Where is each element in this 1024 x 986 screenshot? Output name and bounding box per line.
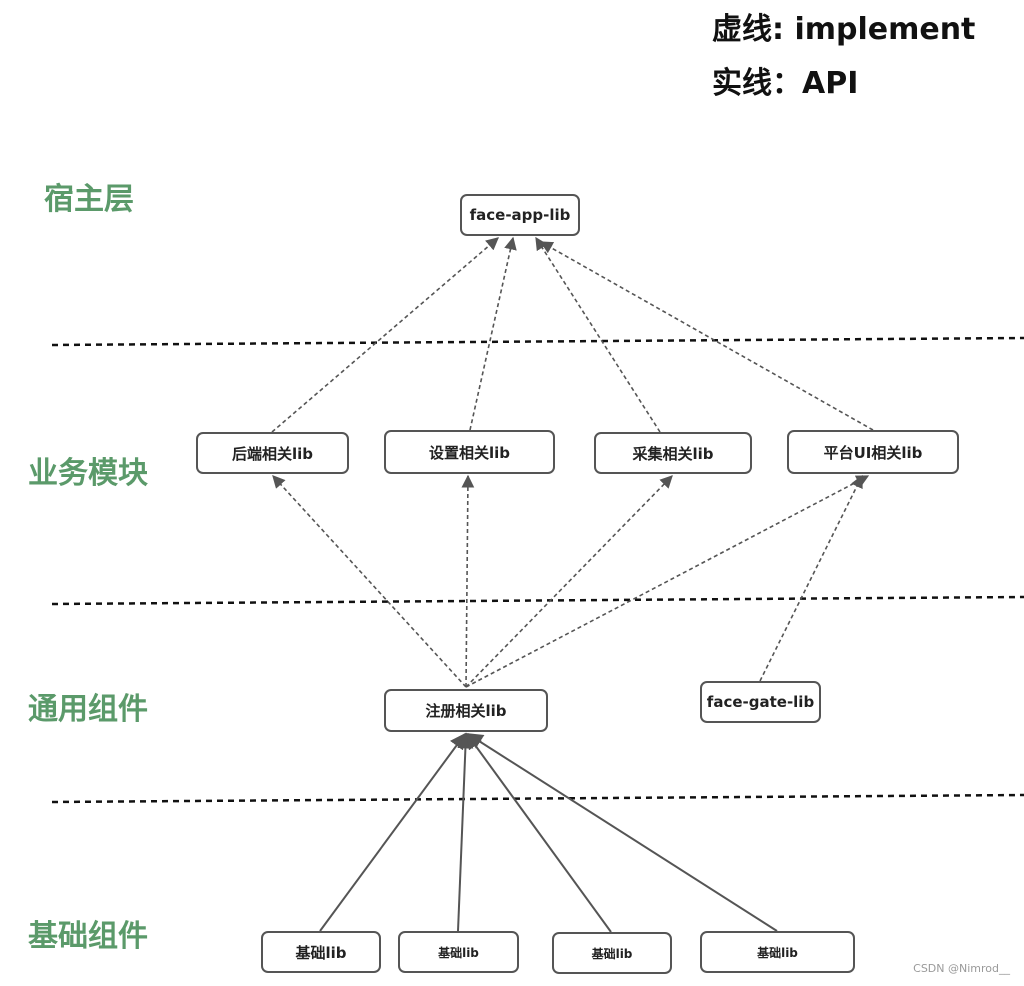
edge-register-lib-to-platform-ui-lib (465, 475, 870, 688)
node-face-app-lib[interactable]: face-app-lib (460, 194, 580, 236)
legend-dashed-implement: 虚线: implement (712, 12, 976, 47)
layer-separator-host-business (51, 336, 1024, 347)
edge-settings-lib-to-face-app-lib (469, 236, 517, 431)
edge-face-gate-lib-to-platform-ui-lib (759, 474, 863, 682)
node-face-gate-lib[interactable]: face-gate-lib (700, 681, 821, 723)
node-base-lib-4[interactable]: 基础lib (700, 931, 855, 973)
node-base-lib-2[interactable]: 基础lib (398, 931, 519, 973)
layer-label-common: 通用组件 (28, 692, 148, 727)
watermark: CSDN @Nimrod__ (913, 962, 1010, 975)
edge-base-lib-2-to-register-lib (457, 732, 474, 932)
edge-register-lib-to-capture-lib (465, 475, 673, 688)
node-base-lib-1[interactable]: 基础lib (261, 931, 381, 973)
edge-backend-lib-to-face-app-lib (271, 237, 499, 433)
edge-base-lib-1-to-register-lib (319, 732, 466, 932)
layer-separator-common-base (51, 793, 1024, 804)
edge-platform-ui-lib-to-face-app-lib (539, 241, 874, 431)
layer-label-base: 基础组件 (28, 919, 148, 954)
edge-register-lib-to-settings-lib (461, 474, 475, 688)
edge-register-lib-to-backend-lib (272, 475, 467, 688)
edge-capture-lib-to-face-app-lib (535, 236, 661, 433)
node-capture-lib[interactable]: 采集相关lib (594, 432, 752, 474)
edge-base-lib-3-to-register-lib (466, 732, 612, 933)
legend-solid-api: 实线：API (712, 66, 859, 101)
node-backend-lib[interactable]: 后端相关lib (196, 432, 349, 474)
layer-separator-business-common (51, 595, 1024, 606)
edges (271, 236, 874, 933)
edge-base-lib-4-to-register-lib (466, 733, 778, 932)
node-platform-ui-lib[interactable]: 平台UI相关lib (787, 430, 959, 474)
layer-label-host: 宿主层 (44, 182, 134, 217)
node-base-lib-3[interactable]: 基础lib (552, 932, 672, 974)
node-settings-lib[interactable]: 设置相关lib (384, 430, 555, 474)
node-register-lib[interactable]: 注册相关lib (384, 689, 548, 732)
layer-label-business: 业务模块 (28, 456, 148, 491)
